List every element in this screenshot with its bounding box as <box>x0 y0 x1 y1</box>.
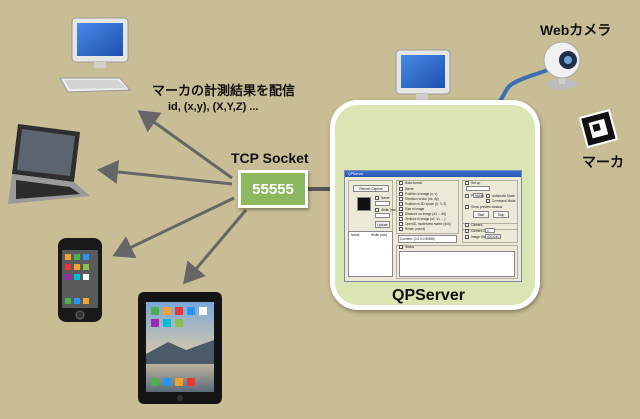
camera-id-select[interactable]: 0 <box>485 228 495 233</box>
option-checkbox[interactable]: Name <box>399 187 414 191</box>
connect-label: Connect: (0.0.0.0:55555) <box>400 237 436 241</box>
port-input-value: 55555 <box>475 194 484 198</box>
status-group <box>396 245 518 279</box>
mode-a-radio[interactable]: Automatic Mode <box>486 194 515 198</box>
update-button[interactable]: Update <box>375 221 390 228</box>
ip-dropdown[interactable] <box>466 186 490 191</box>
list-header-width: Width [mm] <box>371 233 388 237</box>
tcp-socket-label: TCP Socket <box>231 150 309 166</box>
ipad-icon <box>138 292 222 404</box>
refresh-capture-button[interactable]: Refresh Capture <box>353 185 389 192</box>
connect-field: Connect: (0.0.0.0:55555) <box>398 235 457 243</box>
marker-label: マーカ <box>582 154 624 170</box>
option-checkbox[interactable]: Distance on image (d1 ... d4) <box>399 212 446 216</box>
server-label: QPServer <box>392 287 465 304</box>
qpserver-window: QPServer Refresh Capture Name Width [mm]… <box>344 170 522 282</box>
camera-group-title: Camera <box>465 223 482 227</box>
port-input[interactable]: 55555 <box>473 193 484 198</box>
marker-list[interactable]: Name Width [mm] <box>348 231 393 277</box>
name-input[interactable] <box>375 201 390 206</box>
webcam-icon <box>543 41 581 89</box>
status-log <box>399 251 515 277</box>
image-size-select[interactable]: 320x240 <box>485 234 501 239</box>
port-box: 55555 <box>238 170 308 208</box>
preview-checkbox[interactable]: Show preview window <box>465 205 502 209</box>
options-group <box>396 180 459 234</box>
option-checkbox[interactable]: Vertices in image (u1, v1 ... ) <box>399 217 445 221</box>
option-checkbox[interactable]: Position in 3D space (X, Y, Z) <box>399 202 446 206</box>
broadcast-label: マーカの計測結果を配信 <box>152 83 296 98</box>
width-input[interactable] <box>375 213 390 218</box>
desktop-pc-icon <box>59 17 132 93</box>
reset-label: Reset: (count) <box>399 227 425 231</box>
iphone-icon <box>58 238 102 322</box>
image-size-value: 320x240 <box>487 235 500 239</box>
name-field-label: Name <box>375 196 390 200</box>
image-size-label: Image Size <box>465 235 487 239</box>
webcam-label: Webカメラ <box>540 22 612 38</box>
camera-group <box>462 223 518 243</box>
option-checkbox[interactable]: Size in image <box>399 207 424 211</box>
status-group-title: Status <box>399 245 414 249</box>
laptop-icon <box>8 124 90 204</box>
option-checkbox[interactable]: OpenGL modelview matrix (4x4) <box>399 222 451 226</box>
marker-preview <box>357 197 371 211</box>
options-group-title: Data format <box>399 181 422 185</box>
window-titlebar: QPServer <box>345 171 521 177</box>
arrows <box>97 110 248 285</box>
list-header-name: Name <box>351 233 360 237</box>
data-format-label: id, (x,y), (X,Y,Z) ... <box>168 101 259 113</box>
setup-group-title: Set up <box>465 181 480 185</box>
mode-b-radio[interactable]: Command Mode <box>486 199 516 203</box>
width-field-label: Width [mm] <box>375 208 397 212</box>
option-checkbox[interactable]: Position in image (u, v) <box>399 192 437 196</box>
start-button[interactable]: Start <box>473 211 489 218</box>
option-checkbox[interactable]: Direction vector (dx, dy) <box>399 197 439 201</box>
stop-button[interactable]: Stop <box>493 211 509 218</box>
ar-marker-icon <box>578 109 618 149</box>
camera-id-value: 0 <box>487 229 489 233</box>
camera-id-label: Camera ID <box>465 229 486 233</box>
